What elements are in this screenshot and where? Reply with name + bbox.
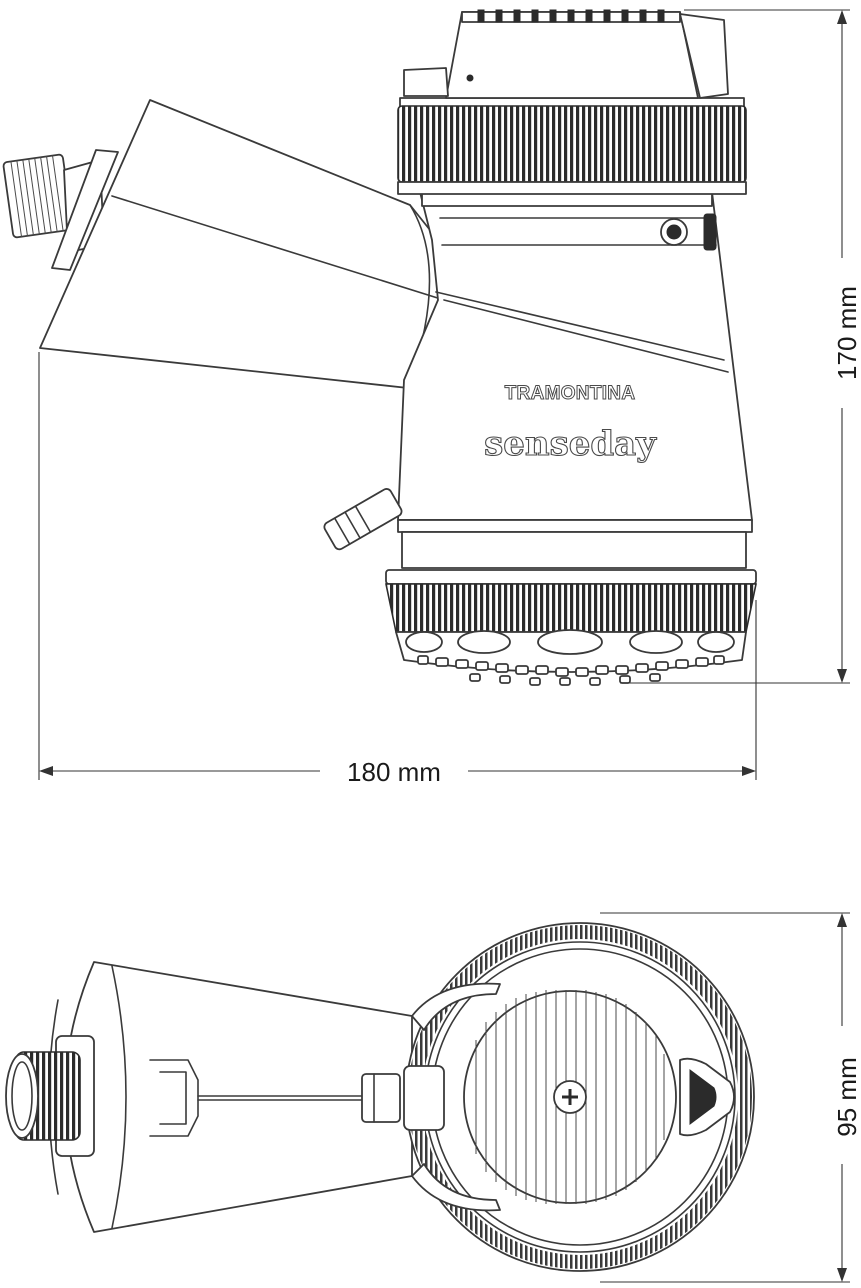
temperature-selector [679, 1057, 735, 1137]
arm-top [48, 961, 413, 1233]
depth-label: 95 mm [832, 1057, 861, 1136]
side-nozzle [323, 488, 403, 551]
height-dimension: 170 mm [620, 9, 861, 684]
inlet-top [5, 1035, 95, 1157]
top-cap [397, 9, 747, 195]
conical-arm [39, 99, 445, 389]
height-label: 170 mm [832, 286, 861, 380]
depth-dimension: 95 mm [600, 912, 861, 1283]
main-body: TRAMONTINA senseday [323, 191, 753, 569]
side-view: TRAMONTINA senseday [2, 9, 861, 787]
width-dimension: 180 mm [38, 352, 757, 787]
body-top [403, 922, 755, 1272]
product-logo: senseday [484, 424, 657, 464]
width-label: 180 mm [347, 757, 441, 787]
shower-head [385, 569, 757, 686]
top-view: 95 mm [5, 912, 861, 1283]
brand-logo: TRAMONTINA [505, 383, 636, 404]
